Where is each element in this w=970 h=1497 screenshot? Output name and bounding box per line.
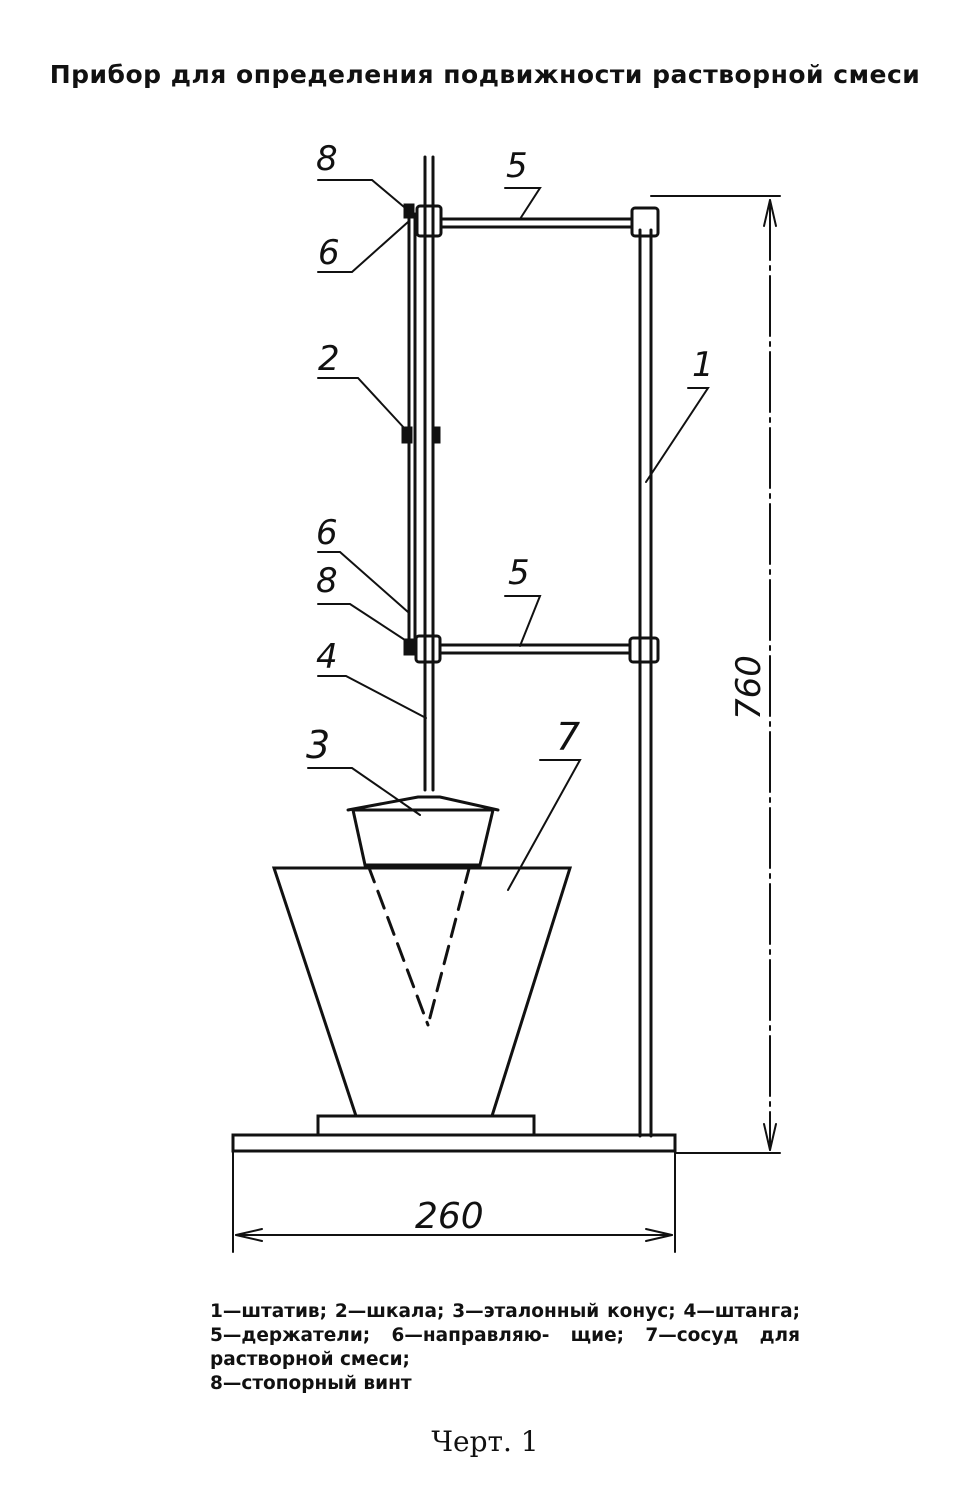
- callout-8-mid: 8: [316, 561, 338, 601]
- callout-7: 7: [556, 715, 580, 759]
- callout-5-top: 5: [506, 146, 528, 186]
- callout-2: 2: [318, 339, 340, 379]
- scale-marker: [401, 426, 413, 444]
- legend-text: 1—штатив; 2—шкала; 3—эталонный конус; 4—…: [210, 1301, 800, 1370]
- left-bottom-clamp: [414, 634, 442, 664]
- figure-caption: Черт. 1: [431, 1425, 539, 1458]
- callout-3: 3: [306, 723, 330, 767]
- callout-6-mid: 6: [316, 513, 338, 553]
- callout-1: 1: [692, 345, 714, 385]
- reference-cone: [351, 808, 495, 867]
- right-top-clamp: [630, 206, 660, 238]
- legend: 1—штатив; 2—шкала; 3—эталонный конус; 4—…: [210, 1300, 800, 1396]
- callout-4: 4: [316, 637, 338, 677]
- vessel: [271, 866, 573, 1118]
- left-top-clamp: [415, 204, 443, 238]
- figure-title: Прибор для определения подвижности раств…: [49, 60, 921, 89]
- vessel-pad: [316, 1114, 536, 1137]
- dimension-height: 760: [729, 655, 769, 720]
- right-bottom-clamp: [628, 636, 660, 664]
- callout-8-top: 8: [316, 139, 338, 179]
- legend-last-line: 8—стопорный винт: [210, 1373, 412, 1394]
- dimension-width: 260: [415, 1196, 484, 1237]
- base-plate: [231, 1133, 677, 1153]
- callout-6-top: 6: [318, 233, 340, 273]
- callout-5-mid: 5: [508, 553, 530, 593]
